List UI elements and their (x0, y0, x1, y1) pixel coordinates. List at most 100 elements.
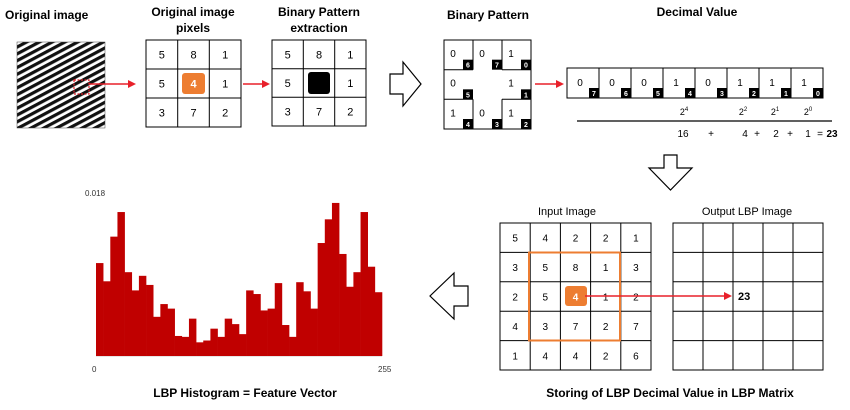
matrix-cell: 5 (543, 263, 549, 274)
bit-index-badge (813, 88, 823, 98)
matrix-cell: 6 (633, 351, 639, 362)
matrix-cell: 1 (633, 234, 639, 245)
histogram-bar (274, 283, 283, 356)
bit-index: 7 (495, 63, 499, 70)
bit-value: 0 (641, 78, 647, 89)
bit-index: 2 (752, 91, 756, 98)
bit-index-badge (463, 119, 473, 129)
pixel-value: 1 (222, 50, 228, 62)
hollow-arrow-right (389, 60, 422, 108)
title-binary-extraction-line1: Binary Pattern (278, 5, 360, 19)
matrix-cell: 4 (573, 351, 579, 362)
power-of-two: 22 (739, 107, 748, 117)
bit-index-badge (521, 119, 531, 129)
sum-term: + (787, 129, 793, 140)
pixel-value: 3 (285, 107, 291, 119)
bit-index-badge (492, 59, 502, 70)
pixel-value: 1 (347, 49, 353, 61)
histogram-bar (310, 308, 318, 356)
matrix-cell: 3 (512, 263, 518, 274)
histogram-bar (260, 310, 268, 356)
pixel-value: 7 (190, 108, 196, 120)
histogram-bar (324, 219, 333, 356)
bit-index-badge (492, 119, 502, 129)
pixel-value: 8 (190, 50, 196, 62)
matrix-cell: 2 (603, 351, 609, 362)
histogram-bar (346, 286, 354, 356)
histogram-bar (96, 263, 104, 356)
caption-histogram: LBP Histogram = Feature Vector (153, 386, 337, 400)
histogram-bar (103, 281, 111, 356)
bit-index-badge (463, 59, 473, 70)
sum-result: 23 (826, 129, 838, 140)
matrix-cell: 1 (603, 293, 609, 304)
power-of-two: 21 (771, 107, 780, 117)
histogram-bar (110, 236, 118, 356)
power-of-two: 24 (680, 107, 689, 117)
histogram-bar (367, 266, 376, 356)
bit-index: 4 (688, 91, 692, 98)
histogram-bar (203, 340, 211, 356)
bit-value: 1 (801, 78, 807, 89)
bit-value: 1 (673, 78, 679, 89)
caption-storing: Storing of LBP Decimal Value in LBP Matr… (546, 386, 794, 400)
hollow-arrow-left (429, 271, 469, 321)
matrix-cell: 2 (603, 322, 609, 333)
histogram-bar (331, 202, 340, 356)
histogram-bar (210, 328, 218, 356)
bit-index-badge (781, 88, 791, 98)
sum-term: + (708, 129, 714, 140)
pixel-value: 7 (316, 107, 322, 119)
bit-value: 1 (508, 108, 514, 119)
histogram-bar (167, 308, 175, 356)
bit-index: 0 (816, 91, 820, 98)
histogram-bar (131, 290, 140, 356)
histogram-bar (303, 291, 311, 356)
histogram-bar (374, 292, 383, 356)
bit-index-badge (463, 89, 473, 100)
center-threshold-block (308, 72, 330, 94)
bit-value: 0 (577, 78, 583, 89)
matrix-cell: 4 (543, 234, 549, 245)
title-binary-pattern: Binary Pattern (447, 8, 529, 22)
matrix-cell: 4 (512, 322, 518, 333)
bit-index: 0 (524, 63, 528, 70)
pixel-value: 5 (285, 49, 291, 61)
bit-index: 4 (466, 122, 470, 129)
hollow-arrow-down (647, 154, 694, 191)
bit-index: 3 (495, 122, 499, 129)
histogram-bar (160, 304, 168, 356)
pixel-value: 1 (347, 78, 353, 90)
center-pixel-highlight (182, 73, 205, 94)
bit-index: 7 (592, 91, 596, 98)
power-of-two: 20 (804, 107, 813, 117)
bit-index-badge (521, 59, 531, 70)
matrix-cell: 2 (603, 234, 609, 245)
bit-index-badge (589, 88, 599, 98)
center-pixel-value: 4 (190, 79, 197, 91)
output-value: 23 (738, 291, 750, 303)
matrix-cell: 7 (573, 322, 579, 333)
bit-index-badge (653, 88, 663, 98)
pixel-value: 5 (159, 79, 165, 91)
y-tick-top: 0.018 (85, 189, 106, 198)
original-image-texture (16, 41, 106, 129)
pixel-value: 8 (316, 49, 322, 61)
histogram-bar (281, 325, 290, 356)
histogram-bar (239, 334, 247, 356)
bit-value: 1 (769, 78, 775, 89)
sum-term: = (817, 129, 823, 140)
arrow-red (89, 80, 136, 88)
histogram-bar (224, 318, 233, 356)
pixel-value: 1 (222, 79, 228, 91)
sum-term: + (754, 129, 760, 140)
histogram-bar (196, 342, 204, 356)
bit-index: 3 (720, 91, 724, 98)
matrix-cell: 5 (512, 234, 518, 245)
matrix-cell: 7 (633, 322, 639, 333)
matrix-cell: 3 (633, 263, 639, 274)
